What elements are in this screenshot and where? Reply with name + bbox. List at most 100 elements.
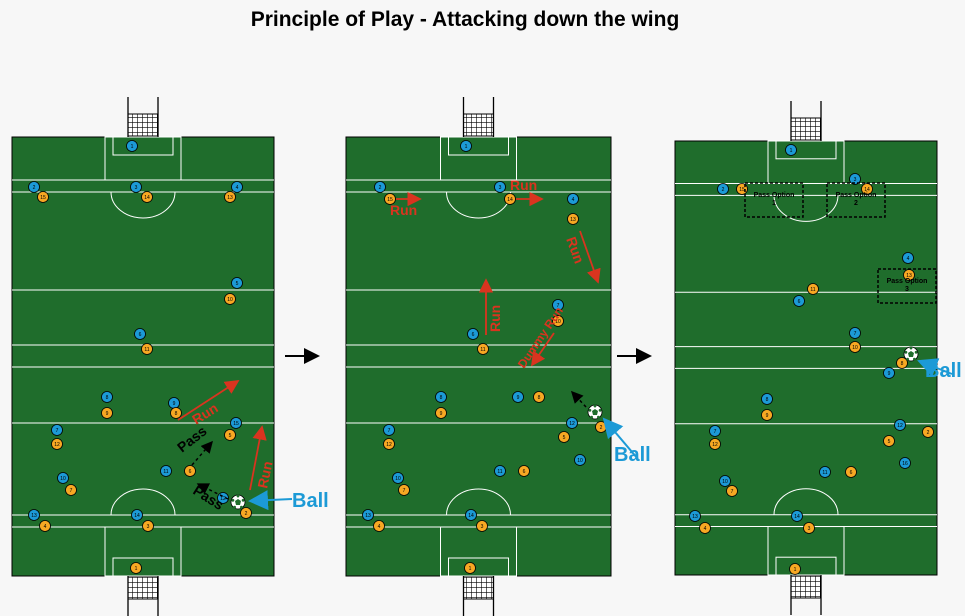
player-number: 13: [227, 195, 233, 201]
blue-player-3: 3: [849, 173, 861, 185]
player-number: 4: [704, 526, 707, 532]
player-number: 2: [600, 425, 603, 431]
orange-player-13: 13: [224, 191, 236, 203]
blue-player-8: 8: [761, 393, 773, 405]
blue-player-2: 2: [374, 181, 386, 193]
annotations-step-3: Ball: [917, 358, 962, 382]
orange-player-6: 6: [518, 465, 530, 477]
page-title: Principle of Play - Attacking down the w…: [250, 8, 680, 31]
orange-player-8: 8: [896, 357, 908, 369]
player-number: 8: [901, 361, 904, 367]
orange-player-7: 7: [65, 484, 77, 496]
player-number: 11: [810, 287, 815, 293]
orange-player-3: 3: [142, 520, 154, 532]
player-number: 14: [507, 197, 513, 203]
run-label: Run: [510, 177, 537, 193]
blue-player-9: 9: [512, 391, 524, 403]
orange-player-2: 2: [595, 421, 607, 433]
player-number: 2: [722, 187, 725, 193]
run-label: Run: [390, 202, 417, 218]
pass-option-label: Pass Option: [887, 278, 928, 285]
orange-player-12: 12: [709, 438, 721, 450]
player-number: 3: [147, 524, 150, 530]
orange-player-10: 10: [224, 293, 236, 305]
player-number: 4: [236, 185, 239, 191]
orange-player-14: 14: [141, 191, 153, 203]
orange-player-3: 3: [476, 520, 488, 532]
player-number: 7: [557, 303, 560, 309]
player-number: 16: [902, 461, 908, 467]
orange-player-12: 12: [383, 438, 395, 450]
player-number: 12: [712, 442, 718, 448]
player-number: 12: [386, 442, 392, 448]
orange-player-2: 2: [240, 507, 252, 519]
blue-player-13: 13: [362, 509, 374, 521]
run-label: Run: [254, 460, 275, 490]
blue-player-14: 14: [791, 510, 803, 522]
blue-player-5: 5: [231, 277, 243, 289]
pass-option-number: 3: [905, 286, 909, 293]
player-number: 11: [163, 469, 168, 475]
orange-player-2: 2: [922, 426, 934, 438]
blue-player-13: 13: [28, 509, 40, 521]
player-number: 3: [499, 185, 502, 191]
large-square: [104, 136, 182, 181]
player-number: 13: [570, 217, 576, 223]
player-number: 4: [44, 524, 47, 530]
blue-player-14: 14: [131, 509, 143, 521]
goal-top: [127, 97, 159, 137]
player-number: 9: [106, 411, 109, 417]
player-number: 7: [56, 428, 59, 434]
player-number: 10: [395, 476, 401, 482]
pass-option-number: 1: [772, 200, 776, 207]
player-number: 13: [365, 513, 371, 519]
player-number: 1: [794, 567, 797, 573]
player-number: 13: [906, 273, 912, 279]
player-number: 14: [468, 513, 474, 519]
blue-player-7: 7: [709, 425, 721, 437]
player-number: 3: [854, 177, 857, 183]
player-number: 4: [907, 256, 910, 262]
player-number: 2: [379, 185, 382, 191]
orange-player-1: 1: [464, 562, 476, 574]
player-number: 10: [227, 297, 233, 303]
player-number: 7: [403, 488, 406, 494]
player-number: 6: [798, 299, 801, 305]
player-number: 15: [739, 187, 745, 193]
blue-player-1: 1: [460, 140, 472, 152]
player-number: 11: [480, 347, 485, 353]
blue-player-4: 4: [902, 252, 914, 264]
player-number: 1: [790, 148, 793, 154]
player-number: 2: [33, 185, 36, 191]
player-number: 9: [440, 411, 443, 417]
player-number: 10: [577, 458, 583, 464]
top-arc: [110, 191, 176, 219]
blue-player-13: 13: [689, 510, 701, 522]
player-number: 3: [135, 185, 138, 191]
blue-player-7: 7: [383, 424, 395, 436]
player-number: 7: [731, 489, 734, 495]
player-number: 12: [897, 423, 903, 429]
player-number: 12: [54, 442, 60, 448]
orange-player-1: 1: [789, 563, 801, 575]
player-number: 8: [106, 395, 109, 401]
player-number: 1: [135, 566, 138, 572]
bottom-arc: [446, 488, 511, 516]
pitch: [674, 140, 938, 576]
player-number: 2: [245, 511, 248, 517]
player-number: 13: [692, 514, 698, 520]
player-number: 4: [378, 524, 381, 530]
blue-player-6: 6: [793, 295, 805, 307]
orange-player-7: 7: [398, 484, 410, 496]
pass-option-label: Pass Option: [836, 192, 877, 199]
player-number: 15: [387, 197, 393, 203]
blue-player-14: 14: [465, 509, 477, 521]
player-number: 6: [523, 469, 526, 475]
orange-player-12: 12: [51, 438, 63, 450]
player-number: 1: [465, 144, 468, 150]
player-number: 7: [714, 429, 717, 435]
goal-top: [790, 101, 822, 141]
player-number: 14: [794, 514, 800, 520]
